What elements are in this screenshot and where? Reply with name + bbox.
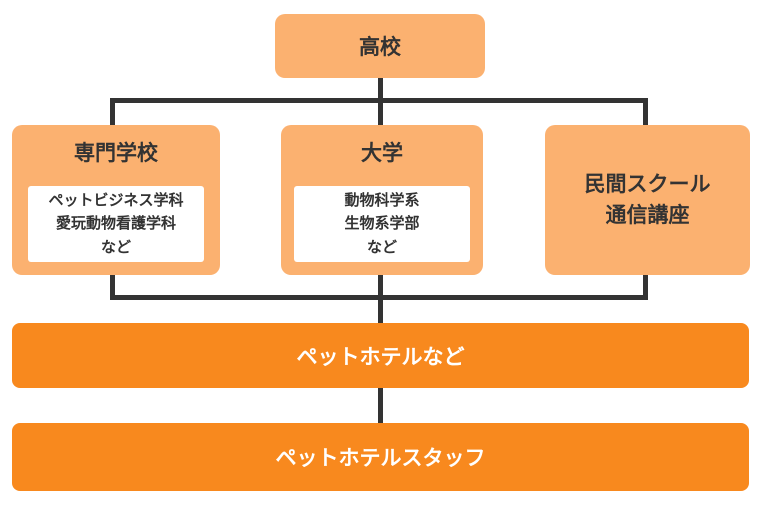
connector-bottom-left-vertical	[110, 275, 115, 300]
private-school-line: 通信講座	[605, 203, 690, 227]
bar-pet-hotel: ペットホテルなど	[12, 323, 749, 388]
department-line: など	[100, 237, 131, 256]
vocational-school-title: 専門学校	[74, 141, 158, 165]
university-title: 大学	[361, 141, 403, 165]
connector-bottom-right-vertical	[643, 275, 648, 300]
connector-top-left-vertical	[110, 98, 115, 125]
connector-top-horizontal	[110, 98, 648, 103]
bar-pet-hotel-staff: ペットホテルスタッフ	[12, 423, 749, 491]
box-private-school: 民間スクール 通信講座	[545, 125, 750, 275]
department-line: ペットビジネス学科	[48, 191, 184, 210]
box-vocational-school: 専門学校 ペットビジネス学科 愛玩動物看護学科 など	[12, 125, 220, 275]
vocational-school-departments: ペットビジネス学科 愛玩動物看護学科 など	[28, 186, 204, 262]
connector-top-right-vertical	[643, 98, 648, 125]
connector-bottom-horizontal	[110, 295, 648, 300]
private-school-line: 民間スクール	[584, 171, 711, 196]
department-line: など	[366, 237, 397, 256]
university-departments: 動物科学系 生物系学部 など	[294, 186, 470, 262]
box-university: 大学 動物科学系 生物系学部 など	[281, 125, 483, 275]
box-highschool: 高校	[275, 14, 485, 78]
department-line: 生物系学部	[344, 214, 420, 233]
department-line: 動物科学系	[344, 191, 420, 210]
connector-bars-vertical	[378, 388, 383, 423]
department-line: 愛玩動物看護学科	[55, 214, 176, 233]
